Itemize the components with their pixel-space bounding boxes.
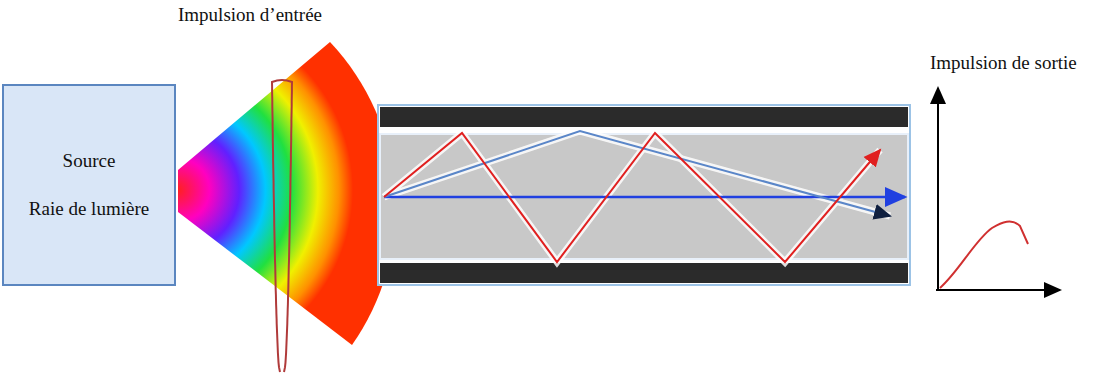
y-axis [937, 88, 939, 290]
fiber [378, 105, 910, 285]
node-text: Raie de lumière [29, 196, 149, 222]
output-pulse [940, 222, 1028, 288]
input-pulse [272, 80, 292, 372]
cladding-bottom [380, 263, 908, 283]
pulse-label: Impulsion de sortie [930, 52, 1077, 74]
node-text: Source [63, 148, 116, 174]
spectrum-fan [178, 42, 396, 345]
pulse-label: Impulsion d’entrée [178, 4, 322, 26]
zigzag-ray [384, 133, 880, 262]
source-box: SourceRaie de lumière [2, 84, 176, 286]
oblique-ray [384, 131, 890, 216]
cladding-top [380, 107, 908, 127]
x-axis [936, 289, 1060, 291]
